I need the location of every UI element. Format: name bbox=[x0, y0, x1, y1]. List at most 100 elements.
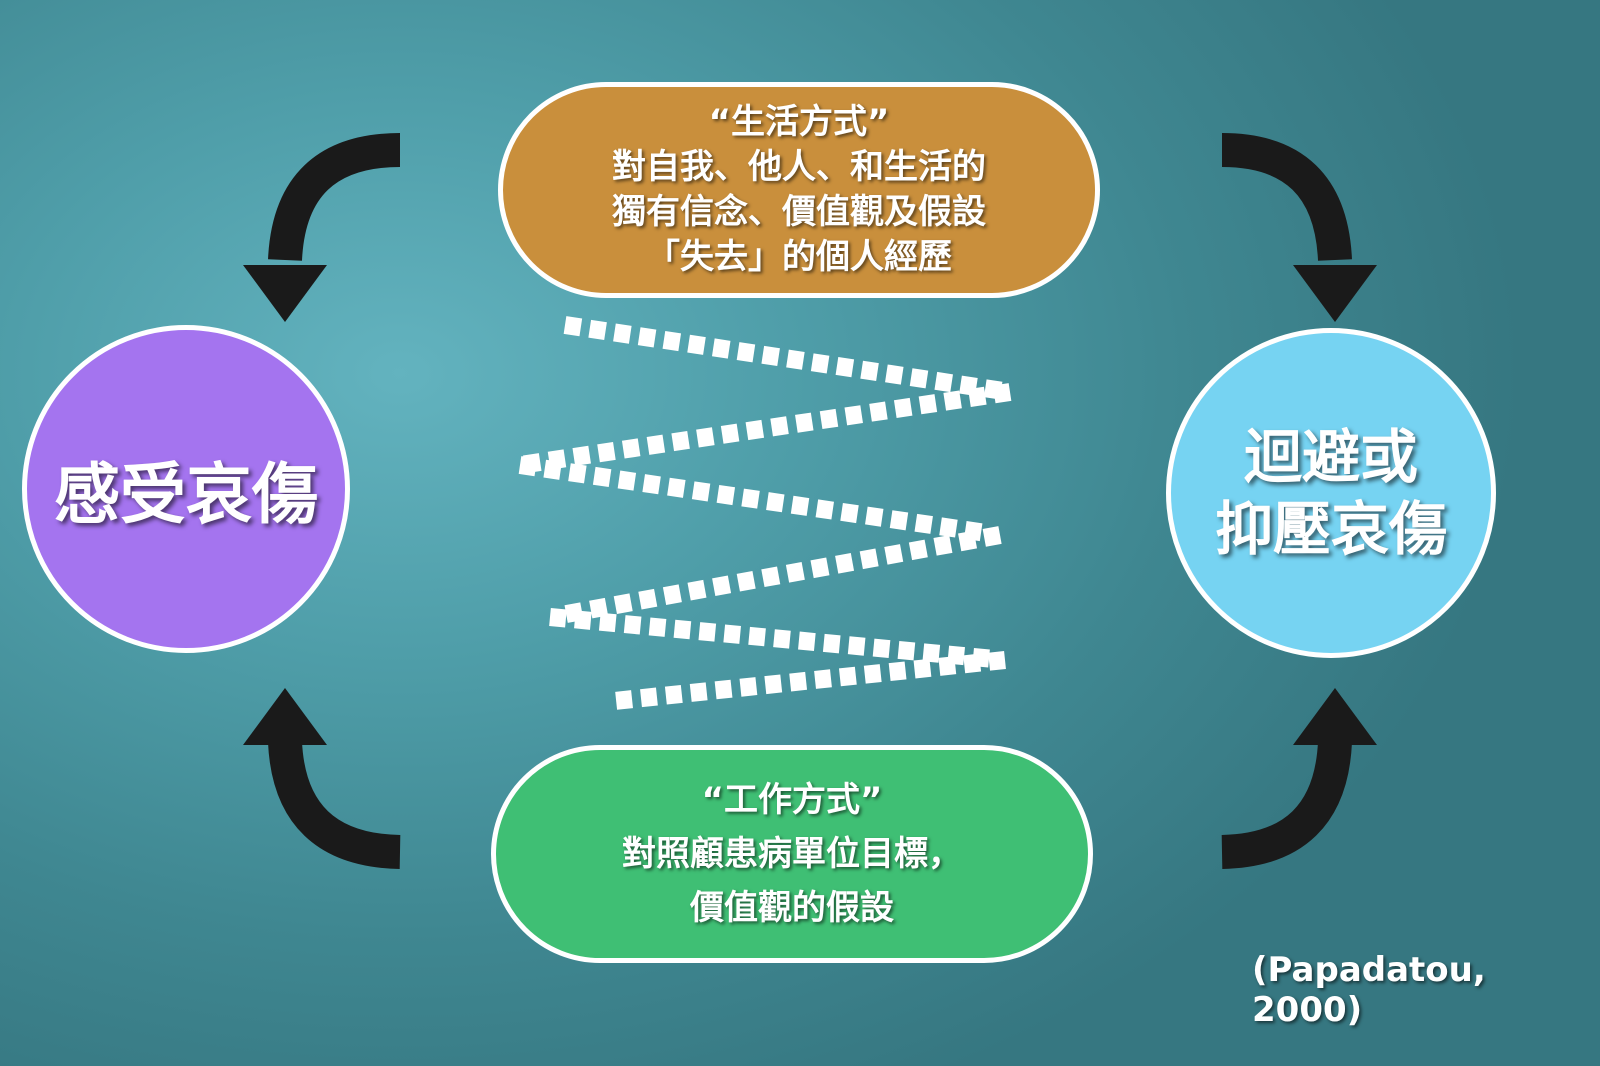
lifestyle-box: “生活方式” 對自我、他人、和生活的 獨有信念、價值觀及假設 「失去」的個人經歷 bbox=[498, 82, 1100, 298]
zigzag-dash bbox=[637, 327, 657, 348]
zigzag-dash bbox=[597, 442, 616, 463]
zigzag-dash bbox=[934, 371, 953, 393]
zigzag-dash bbox=[572, 445, 591, 466]
zigzag-dash bbox=[909, 368, 929, 389]
zigzag-dash bbox=[714, 679, 733, 700]
zigzag-dash bbox=[761, 566, 781, 588]
zigzag-dash bbox=[736, 342, 756, 363]
arrow-bottom-left bbox=[268, 740, 401, 869]
zigzag-dash bbox=[847, 636, 866, 656]
zigzag-dash bbox=[588, 319, 607, 341]
zigzag-dash bbox=[613, 593, 633, 614]
zigzag-dash bbox=[638, 588, 658, 610]
zigzag-dash bbox=[543, 459, 562, 480]
zigzag-dash bbox=[671, 430, 690, 452]
zigzag-dash bbox=[623, 615, 642, 635]
zigzag-dash bbox=[712, 575, 732, 597]
zigzag-dash bbox=[613, 323, 632, 344]
zigzag-dash bbox=[815, 499, 834, 520]
zigzag-dash bbox=[563, 316, 583, 337]
arrowhead-top-right bbox=[1293, 265, 1377, 322]
zigzag-dash bbox=[773, 629, 791, 649]
zigzag-dash bbox=[922, 643, 941, 663]
avoid-grief-node: 迴避或 抑壓哀傷 bbox=[1166, 328, 1496, 658]
zigzag-dash bbox=[574, 610, 592, 630]
lifestyle-line-2: 獨有信念、價值觀及假設 bbox=[612, 192, 986, 232]
arrow-top-right bbox=[1221, 133, 1352, 262]
zigzag-dash bbox=[711, 338, 731, 359]
zigzag-dash bbox=[761, 345, 780, 367]
zigzag-dash bbox=[720, 423, 740, 444]
zigzag-dash bbox=[646, 434, 666, 455]
zigzag-dash bbox=[840, 502, 859, 524]
zigzag-dash bbox=[696, 427, 715, 448]
experience-grief-node: 感受哀傷 bbox=[22, 325, 350, 653]
lifestyle-line-1: 對自我、他人、和生活的 bbox=[612, 147, 986, 187]
experience-grief-label: 感受哀傷 bbox=[54, 456, 318, 533]
zigzag-dash bbox=[785, 561, 805, 583]
zigzag-dash bbox=[640, 687, 658, 708]
zigzag-dash bbox=[938, 656, 957, 676]
zigzag-dash bbox=[741, 488, 760, 509]
zigzag-dash bbox=[698, 622, 717, 642]
zigzag-dash bbox=[835, 357, 855, 378]
zigzag-dash bbox=[844, 405, 863, 426]
zigzag-dash bbox=[617, 470, 637, 491]
avoid-grief-line-2: 抑壓哀傷 bbox=[1214, 495, 1447, 563]
zigzag-dash bbox=[863, 664, 882, 684]
arrowhead-bottom-right bbox=[1293, 688, 1377, 745]
lifestyle-line-3: 「失去」的個人經歷 bbox=[646, 237, 952, 277]
zigzag-dash bbox=[884, 544, 904, 565]
zigzag-dash bbox=[798, 631, 816, 651]
zigzag-dash bbox=[691, 481, 711, 502]
zigzag-dash bbox=[897, 640, 916, 661]
zigzag-dash bbox=[621, 438, 641, 459]
workstyle-line-2: 價值觀的假設 bbox=[690, 888, 894, 928]
zigzag-dash bbox=[918, 394, 938, 415]
zigzag-dash bbox=[869, 401, 888, 422]
zigzag-dash bbox=[810, 557, 830, 579]
zigzag-dash bbox=[648, 617, 667, 637]
zigzag-dash bbox=[789, 671, 808, 692]
zigzag-dash bbox=[568, 463, 587, 484]
zigzag-dash bbox=[739, 677, 758, 697]
zigzag-dash bbox=[748, 626, 766, 647]
zigzag-dash bbox=[615, 690, 633, 710]
zigzag-dash bbox=[764, 674, 783, 695]
zigzag-dash bbox=[982, 526, 1002, 547]
zigzag-dash bbox=[885, 364, 904, 385]
arrow-bottom-right bbox=[1221, 740, 1352, 869]
zigzag-dash bbox=[598, 612, 617, 633]
zigzag-dash bbox=[687, 579, 707, 601]
zigzag-dash bbox=[988, 651, 1006, 671]
arrowhead-top-left bbox=[243, 265, 327, 322]
zigzag-dash bbox=[549, 608, 567, 628]
workstyle-box: “工作方式” 對照顧患病單位目標， 價值觀的假設 bbox=[491, 745, 1093, 963]
citation: (Papadatou, 2000) bbox=[1252, 950, 1486, 1030]
zigzag-dash bbox=[745, 419, 765, 441]
zigzag-dash bbox=[943, 390, 962, 411]
workstyle-title: “工作方式” bbox=[701, 780, 883, 820]
zigzag-dashed-line bbox=[518, 316, 1012, 710]
zigzag-dash bbox=[859, 548, 879, 570]
workstyle-line-1: 對照顧患病單位目標， bbox=[622, 834, 962, 874]
arrowhead-bottom-left bbox=[243, 688, 327, 745]
zigzag-dash bbox=[770, 416, 789, 437]
zigzag-dash bbox=[963, 653, 982, 674]
zigzag-dash bbox=[795, 412, 814, 433]
zigzag-dash bbox=[790, 495, 810, 516]
zigzag-dash bbox=[766, 492, 785, 513]
zigzag-dash bbox=[835, 553, 855, 574]
zigzag-dash bbox=[819, 408, 839, 430]
avoid-grief-line-1: 迴避或 bbox=[1243, 423, 1418, 491]
zigzag-dash bbox=[888, 661, 907, 682]
zigzag-dash bbox=[860, 360, 879, 381]
zigzag-dash bbox=[908, 539, 928, 561]
zigzag-dash bbox=[913, 658, 932, 679]
zigzag-dash bbox=[662, 584, 682, 605]
zigzag-dash bbox=[687, 334, 706, 355]
zigzag-dash bbox=[673, 619, 692, 640]
zigzag-dash bbox=[642, 474, 661, 495]
zigzag-dash bbox=[968, 386, 987, 407]
zigzag-dash bbox=[893, 397, 913, 418]
